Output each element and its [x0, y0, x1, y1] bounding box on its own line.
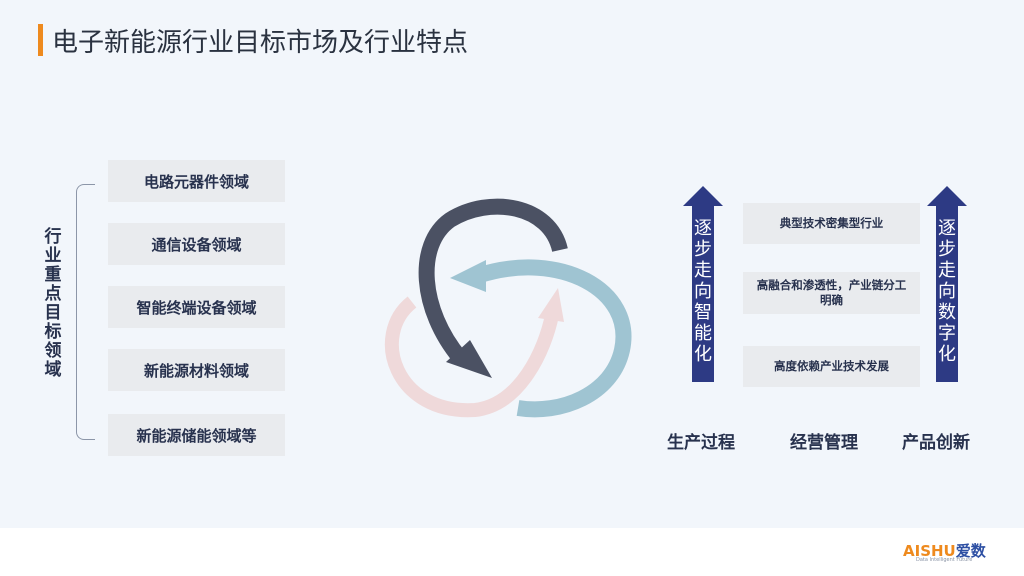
logo-tagline: Data Intelligent Future: [916, 557, 973, 563]
label-innovation: 产品创新: [902, 433, 970, 453]
digital-arrow-shape: [927, 186, 967, 382]
feature-box: 高融合和渗透性，产业链分工明确: [743, 272, 920, 314]
pink-cycle-arrow: [384, 288, 564, 418]
logo-latin: AISHU: [903, 542, 956, 560]
label-production: 生产过程: [667, 433, 735, 453]
target-field-item: 新能源材料领域: [108, 349, 285, 391]
target-field-item: 电路元器件领域: [108, 160, 285, 202]
digital-arrow-label: 逐步走向数字化: [938, 218, 956, 365]
teal-cycle-arrow: [450, 259, 632, 418]
left-heading: 行业重点目标领域: [44, 227, 62, 380]
dark-cycle-arrow: [418, 198, 568, 378]
footer-bar: [0, 528, 1024, 576]
target-field-item: 智能终端设备领域: [108, 286, 285, 328]
page-title: 电子新能源行业目标市场及行业特点: [52, 28, 469, 58]
title-accent-bar: [38, 24, 43, 56]
target-field-item: 通信设备领域: [108, 223, 285, 265]
logo-cn: 爱数: [955, 542, 986, 560]
left-bracket: [76, 184, 95, 440]
feature-box: 高度依赖产业技术发展: [743, 346, 920, 387]
label-operations: 经营管理: [790, 433, 858, 453]
cycle-arrows-graphic: [384, 198, 632, 418]
feature-box: 典型技术密集型行业: [743, 203, 920, 244]
intelligence-arrow-label: 逐步走向智能化: [694, 218, 712, 365]
aishu-logo: AISHU爱数: [903, 540, 986, 561]
target-field-item: 新能源储能领域等: [108, 414, 285, 456]
intelligence-arrow-shape: [683, 186, 723, 382]
